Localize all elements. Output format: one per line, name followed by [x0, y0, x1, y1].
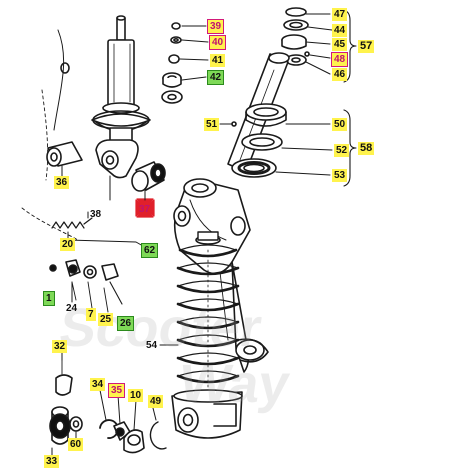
part-label-38[interactable]: 38 — [90, 209, 102, 220]
group-label-58[interactable]: 58 — [358, 142, 375, 155]
part-label-10[interactable]: 10 — [128, 389, 144, 402]
part-label-24[interactable]: 24 — [66, 303, 78, 314]
part-label-7[interactable]: 7 — [86, 308, 96, 321]
cable-line — [53, 29, 65, 131]
cable-nipple — [60, 62, 70, 74]
part-label-34[interactable]: 34 — [90, 378, 106, 391]
coil-spring-54 — [176, 231, 240, 389]
part-label-51[interactable]: 51 — [204, 118, 220, 131]
headset-upper-stack — [161, 22, 183, 104]
rubber-bush-36 — [46, 141, 83, 179]
part-label-41[interactable]: 41 — [210, 54, 226, 67]
small-parts-cluster — [49, 259, 123, 313]
shock-absorber — [91, 15, 151, 201]
hub-bearing-stack — [49, 359, 83, 445]
part-label-32[interactable]: 32 — [52, 340, 68, 353]
part-label-60[interactable]: 60 — [68, 438, 84, 451]
part-label-50[interactable]: 50 — [332, 118, 348, 131]
part-label-1[interactable]: 1 — [43, 291, 55, 306]
lower-damper-body — [171, 389, 243, 439]
bracket-62-line — [67, 239, 151, 251]
group-label-57[interactable]: 57 — [358, 40, 375, 53]
part-label-33[interactable]: 33 — [44, 455, 60, 468]
steering-column-top-rings — [281, 7, 310, 66]
part-label-20[interactable]: 20 — [60, 238, 76, 251]
part-label-47[interactable]: 47 — [332, 8, 348, 21]
dashed-guide — [21, 207, 79, 241]
part-label-36[interactable]: 36 — [54, 176, 70, 189]
part-label-26[interactable]: 26 — [116, 316, 135, 331]
part-label-53[interactable]: 53 — [332, 169, 348, 182]
silent-block-37 — [131, 161, 166, 192]
cable-dashed — [41, 89, 49, 181]
part-label-35[interactable]: 35 — [107, 383, 126, 398]
part-label-62[interactable]: 62 — [140, 243, 159, 258]
part-label-45[interactable]: 45 — [332, 38, 348, 51]
part-label-48[interactable]: 48 — [330, 52, 349, 67]
part-label-49[interactable]: 49 — [148, 395, 164, 408]
part-label-52[interactable]: 52 — [334, 144, 350, 157]
group-braces — [343, 9, 357, 187]
part-label-42[interactable]: 42 — [206, 70, 225, 85]
small-ball — [231, 121, 237, 127]
fork-link-casting — [173, 178, 269, 373]
part-label-54[interactable]: 54 — [146, 340, 158, 351]
part-label-25[interactable]: 25 — [98, 313, 114, 326]
part-label-44[interactable]: 44 — [332, 24, 348, 37]
part-label-46[interactable]: 46 — [332, 68, 348, 81]
spring-38 — [51, 217, 93, 229]
lower-small-parts — [99, 419, 167, 454]
part-label-40[interactable]: 40 — [208, 35, 227, 50]
part-label-37[interactable]: 37 — [139, 204, 151, 215]
bearing-rings — [231, 103, 287, 178]
part-label-39[interactable]: 39 — [206, 19, 225, 34]
